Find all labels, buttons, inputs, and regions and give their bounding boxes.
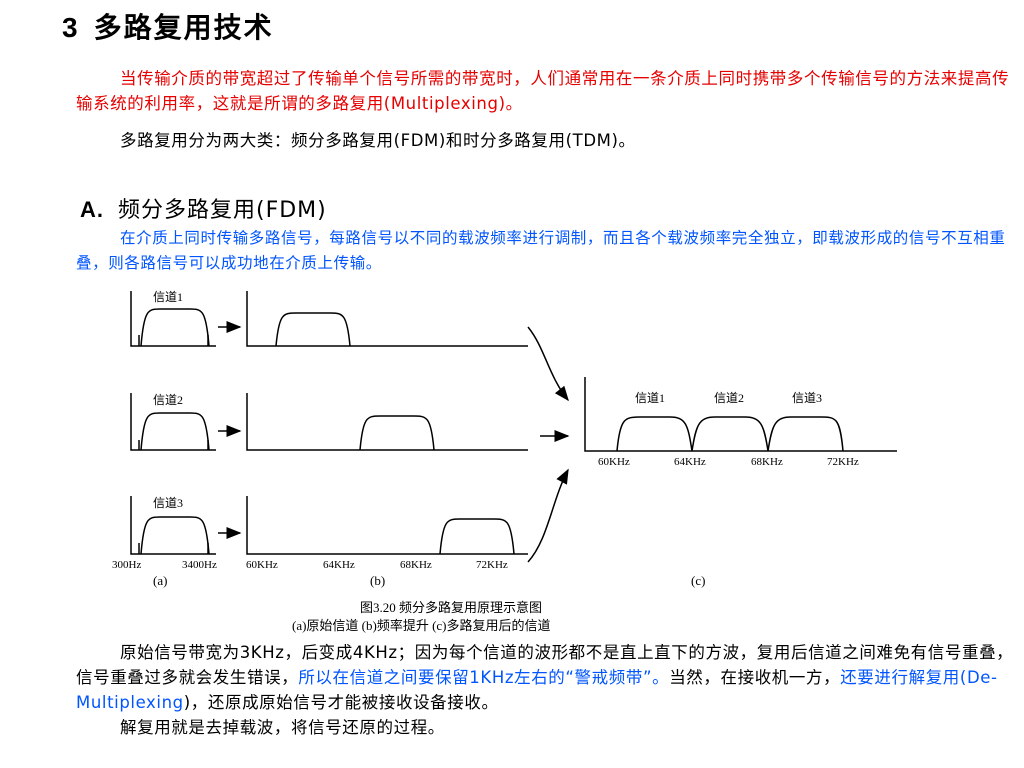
sub-label-b: (b) bbox=[370, 573, 385, 588]
section-a-heading: A. 频分多路复用(FDM) bbox=[80, 192, 327, 224]
demux-definition: 解复用就是去掉载波，将信号还原的过程。 bbox=[120, 718, 445, 737]
explanation-seg3: 当然，在接收机一方， bbox=[669, 668, 841, 687]
bump-b2 bbox=[359, 415, 435, 451]
explanation-seg1: 原始信号带宽为3KHz，后变成4KHz；因为每个信道的波形都不是直上直下的方波，… bbox=[76, 643, 1014, 687]
axis-c bbox=[584, 377, 897, 452]
bump-a1 bbox=[140, 308, 210, 347]
axis-a3 bbox=[130, 496, 216, 555]
label-channel1-c: 信道1 bbox=[635, 391, 665, 405]
explanation-seg5: )，还原成原始信号才能被接收设备接收。 bbox=[183, 693, 499, 712]
freq-72khz-c: 72KHz bbox=[827, 456, 859, 468]
bump-b3 bbox=[439, 518, 515, 555]
freq-300hz: 300Hz bbox=[112, 559, 141, 571]
section-a-label: A. bbox=[80, 197, 104, 222]
freq-68khz-b: 68KHz bbox=[400, 559, 432, 571]
fdm-description: 在介质上同时传输多路信号，每路信号以不同的载波频率进行调制，而且各个载波频率完全… bbox=[76, 229, 1006, 272]
axis-a1 bbox=[130, 291, 216, 347]
freq-64khz-c: 64KHz bbox=[674, 456, 706, 468]
sub-label-a: (a) bbox=[153, 573, 167, 588]
guard-band-note: 所以在信道之间要保留1KHz左右的“警戒频带”。 bbox=[298, 668, 670, 687]
freq-72khz-b: 72KHz bbox=[476, 559, 508, 571]
categories-paragraph: 多路复用分为两大类：频分多路复用(FDM)和时分多路复用(TDM)。 bbox=[120, 131, 636, 150]
bump-c bbox=[616, 416, 844, 452]
label-channel2-c: 信道2 bbox=[714, 391, 744, 405]
label-channel3-c: 信道3 bbox=[792, 391, 822, 405]
label-channel3-a: 信道3 bbox=[153, 496, 183, 510]
bump-a3 bbox=[140, 516, 210, 555]
label-channel1-a: 信道1 bbox=[153, 290, 183, 304]
title-text: 多路复用技术 bbox=[93, 11, 274, 44]
sub-label-c: (c) bbox=[691, 573, 705, 588]
freq-3400hz: 3400Hz bbox=[182, 559, 217, 571]
axis-b3 bbox=[246, 496, 528, 555]
intro-paragraph: 当传输介质的带宽超过了传输单个信号所需的带宽时，人们通常用在一条介质上同时携带多… bbox=[76, 69, 1010, 113]
explanation-paragraph: 原始信号带宽为3KHz，后变成4KHz；因为每个信道的波形都不是直上直下的方波，… bbox=[76, 640, 1018, 715]
section-a-title: 频分多路复用(FDM) bbox=[118, 198, 327, 223]
axis-b1 bbox=[246, 291, 528, 347]
figure-caption-title: 图3.20 频分多路复用原理示意图 bbox=[360, 600, 542, 615]
freq-68khz-c: 68KHz bbox=[751, 456, 783, 468]
axis-a2 bbox=[130, 393, 216, 451]
figure-caption-subtitle: (a)原始信道 (b)频率提升 (c)多路复用后的信道 bbox=[292, 618, 551, 633]
demux-note: 还要进行解复用(De-Multiplexing bbox=[76, 668, 998, 712]
page-title: 3 多路复用技术 bbox=[62, 6, 274, 46]
bump-b1 bbox=[275, 312, 351, 347]
label-channel2-a: 信道2 bbox=[153, 393, 183, 407]
freq-60khz-c: 60KHz bbox=[598, 456, 630, 468]
fdm-diagram: 信道1 信道2 信道3 信道1 信道2 信道3 300Hz 3400Hz 60K… bbox=[112, 290, 897, 633]
title-number: 3 bbox=[62, 12, 80, 43]
axis-b2 bbox=[246, 393, 528, 451]
freq-64khz-b: 64KHz bbox=[323, 559, 355, 571]
freq-60khz-b: 60KHz bbox=[246, 559, 278, 571]
bump-a2 bbox=[140, 412, 210, 451]
